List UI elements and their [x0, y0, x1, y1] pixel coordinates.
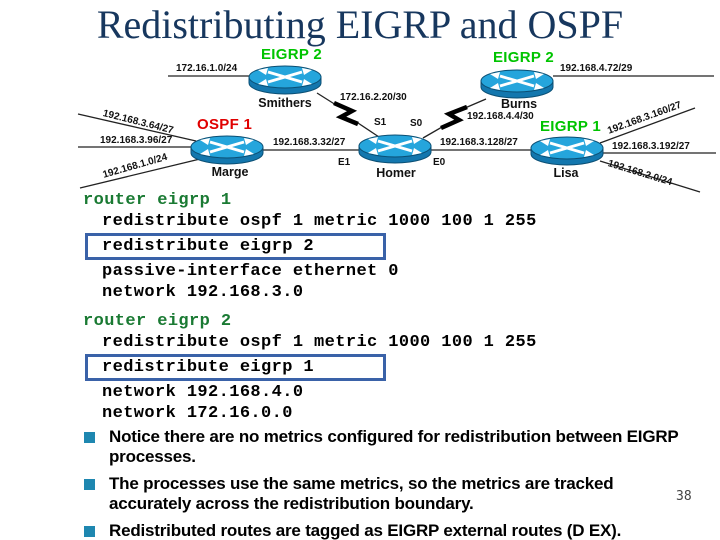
bullet-text: Redistributed routes are tagged as EIGRP…: [109, 521, 622, 540]
router-icon-lisa: [528, 135, 606, 167]
label-eigrp2-smithers: EIGRP 2: [261, 46, 323, 63]
bullet-square-icon: [84, 479, 95, 490]
router-name-marge: Marge: [211, 165, 249, 179]
bullet-square-icon: [84, 526, 95, 537]
router-name-burns: Burns: [500, 97, 538, 111]
config-line-passive-iface: passive-interface ethernet 0: [102, 262, 399, 281]
config-line-network-4-0: network 192.168.4.0: [102, 383, 304, 402]
config-header-eigrp2: router eigrp 2: [83, 312, 232, 331]
iface-e0: E0: [433, 157, 446, 168]
bullet-text: Notice there are no metrics configured f…: [109, 427, 679, 466]
bullet-text: The processes use the same metrics, so t…: [109, 474, 614, 513]
net-marge-96: 192.168.3.96/27: [100, 135, 173, 146]
iface-e1: E1: [338, 157, 351, 168]
iface-s0: S0: [410, 118, 423, 129]
net-homer-lisa: 192.168.3.128/27: [440, 137, 518, 148]
bullet-list: Notice there are no metrics configured f…: [84, 427, 680, 540]
net-smithers-lan: 172.16.1.0/24: [176, 63, 238, 74]
lightning-bolt-icon: [440, 104, 468, 131]
router-name-smithers: Smithers: [258, 96, 312, 110]
router-icon-smithers: [246, 64, 324, 96]
lightning-bolt-icon: [333, 100, 359, 127]
net-smithers-serial: 172.16.2.20/30: [340, 92, 407, 103]
label-eigrp1: EIGRP 1: [540, 118, 602, 135]
bullet-square-icon: [84, 432, 95, 443]
router-icon-burns: [478, 68, 556, 100]
config-line-network-3-0: network 192.168.3.0: [102, 283, 304, 302]
router-icon-marge: [188, 134, 266, 166]
label-ospf1: OSPF 1: [197, 116, 253, 133]
page-number: 38: [676, 489, 692, 504]
net-burns-lan: 192.168.4.72/29: [560, 63, 633, 74]
slide-title: Redistributing EIGRP and OSPF: [96, 2, 624, 47]
config-listing: router eigrp 1 redistribute ospf 1 metri…: [83, 190, 537, 424]
bullet-item: Redistributed routes are tagged as EIGRP…: [84, 521, 680, 540]
config-line-network-172: network 172.16.0.0: [102, 404, 293, 423]
net-lisa-192: 192.168.3.192/27: [612, 141, 690, 152]
bullet-item: The processes use the same metrics, so t…: [84, 474, 680, 514]
network-links: [77, 75, 716, 193]
router-name-lisa: Lisa: [553, 166, 579, 180]
net-burns-serial: 192.168.4.4/30: [467, 111, 534, 122]
label-eigrp2-burns: EIGRP 2: [493, 49, 555, 66]
router-name-homer: Homer: [376, 166, 416, 180]
router-icon-homer: [356, 133, 434, 165]
config-line-redist-ospf-1: redistribute ospf 1 metric 1000 100 1 25…: [102, 212, 537, 231]
iface-s1: S1: [374, 117, 387, 128]
config-highlight-box-2: redistribute eigrp 1: [85, 354, 386, 381]
bullet-item: Notice there are no metrics configured f…: [84, 427, 680, 467]
config-highlight-box-1: redistribute eigrp 2: [85, 233, 386, 260]
config-header-eigrp1: router eigrp 1: [83, 191, 232, 210]
net-marge-homer: 192.168.3.32/27: [273, 137, 346, 148]
config-line-redist-ospf-2: redistribute ospf 1 metric 1000 100 1 25…: [102, 333, 537, 352]
